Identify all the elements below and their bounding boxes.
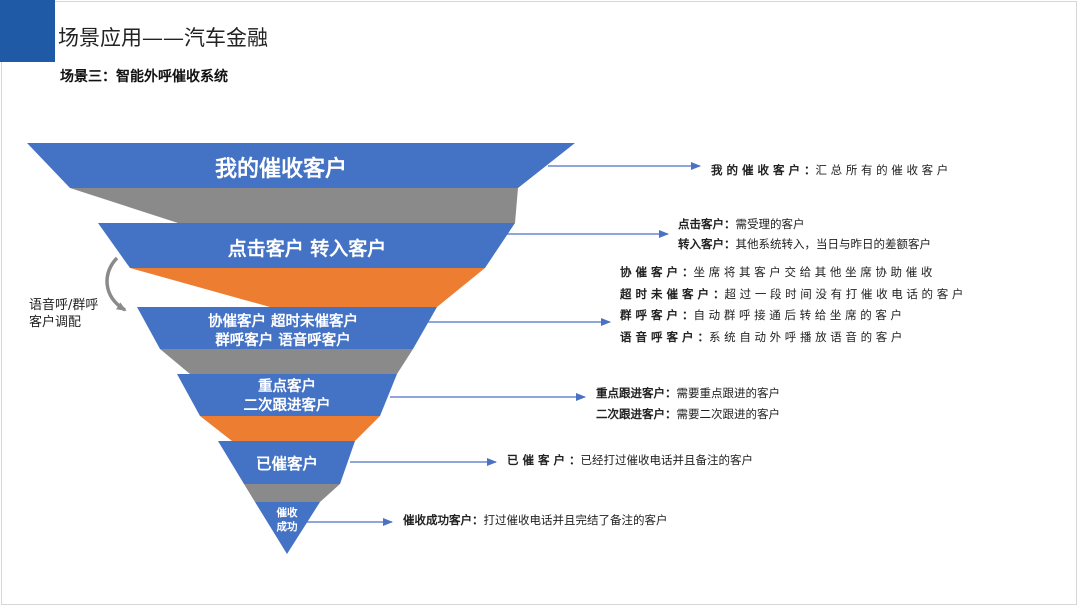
funnel-label-6a: 催收 bbox=[277, 506, 298, 519]
description-text: 系 统 自 动 外 呼 播 放 语 音 的 客 户 bbox=[709, 330, 902, 344]
description-text: 已经打过催收电话并且备注的客户 bbox=[581, 453, 754, 467]
description-text: 需受理的客户 bbox=[736, 217, 805, 231]
description-text: 其他系统转入，当日与昨日的差额客户 bbox=[736, 237, 932, 251]
curved-arrow-icon bbox=[105, 256, 127, 312]
description-term: 超 时 未 催 客 户 ： bbox=[619, 287, 725, 301]
description-term: 已 催 客 户 ： bbox=[507, 453, 581, 467]
description-text: 坐 席 将 其 客 户 交 给 其 他 坐 席 协 助 催 收 bbox=[694, 265, 933, 279]
description-2a: 点击客户：需受理的客户 bbox=[678, 217, 805, 231]
description-text: 超 过 一 段 时 间 没 有 打 催 收 电 话 的 客 户 bbox=[725, 287, 964, 301]
connector-1 bbox=[70, 188, 518, 223]
side-note-line2: 客户调配 bbox=[29, 314, 81, 330]
funnel-label-4a: 重点客户 bbox=[258, 377, 316, 395]
description-term: 协 催 客 户 ： bbox=[620, 265, 694, 279]
funnel-label-3b: 群呼客户 语音呼客户 bbox=[215, 331, 351, 349]
description-term: 重点跟进客户： bbox=[596, 386, 677, 400]
description-term: 我 的 催 收 客 户 ： bbox=[711, 163, 816, 177]
connector-2 bbox=[130, 268, 485, 307]
description-arrows bbox=[305, 162, 701, 526]
description-text: 自 动 群 呼 接 通 后 转 给 坐 席 的 客 户 bbox=[694, 308, 903, 322]
funnel-layer-2 bbox=[98, 223, 515, 268]
description-term: 语 音 呼 客 户 ： bbox=[620, 330, 709, 344]
description-term: 群 呼 客 户 ： bbox=[619, 308, 694, 322]
description-1: 我 的 催 收 客 户 ：汇 总 所 有 的 催 收 客 户 bbox=[711, 163, 948, 177]
description-text: 需要重点跟进的客户 bbox=[677, 386, 781, 400]
description-2b: 转入客户：其他系统转入，当日与昨日的差额客户 bbox=[678, 237, 931, 251]
page-title: 场景应用——汽车金融 bbox=[58, 26, 268, 50]
description-3a: 协 催 客 户 ：坐 席 将 其 客 户 交 给 其 他 坐 席 协 助 催 收 bbox=[620, 265, 933, 279]
funnel-connectors bbox=[70, 188, 518, 502]
funnel-label-3a: 协催客户 超时未催客户 bbox=[208, 312, 358, 330]
funnel-labels: 我的催收客户 点击客户 转入客户 协催客户 超时未催客户 群呼客户 语音呼客户 … bbox=[208, 156, 386, 533]
description-5: 已 催 客 户 ：已经打过催收电话并且备注的客户 bbox=[507, 453, 753, 467]
funnel-layer-3 bbox=[137, 307, 437, 349]
funnel-layer-6 bbox=[255, 502, 320, 554]
description-3d: 语 音 呼 客 户 ：系 统 自 动 外 呼 播 放 语 音 的 客 户 bbox=[620, 330, 902, 344]
description-text: 打过催收电话并且完结了备注的客户 bbox=[484, 513, 668, 527]
description-term: 点击客户： bbox=[678, 217, 736, 231]
connector-5 bbox=[244, 484, 340, 502]
page-subtitle: 场景三：智能外呼催收系统 bbox=[60, 69, 228, 85]
header-accent-shape bbox=[0, 0, 55, 62]
description-term: 二次跟进客户： bbox=[596, 407, 677, 421]
description-6: 催收成功客户：打过催收电话并且完结了备注的客户 bbox=[403, 513, 668, 527]
side-note-line1: 语音呼/群呼 bbox=[29, 297, 98, 313]
description-text: 需要二次跟进的客户 bbox=[677, 407, 781, 421]
description-4b: 二次跟进客户：需要二次跟进的客户 bbox=[596, 407, 780, 421]
funnel-label-5: 已催客户 bbox=[256, 454, 318, 473]
funnel-label-6b: 成功 bbox=[277, 520, 298, 533]
funnel-layer-5 bbox=[218, 441, 355, 484]
description-4a: 重点跟进客户：需要重点跟进的客户 bbox=[596, 386, 780, 400]
description-term: 转入客户： bbox=[678, 237, 736, 251]
description-3b: 超 时 未 催 客 户 ：超 过 一 段 时 间 没 有 打 催 收 电 话 的… bbox=[619, 287, 963, 301]
funnel-label-4b: 二次跟进客户 bbox=[244, 396, 331, 414]
funnel-label-2: 点击客户 转入客户 bbox=[228, 237, 387, 260]
descriptions: 我 的 催 收 客 户 ：汇 总 所 有 的 催 收 客 户 点击客户：需受理的… bbox=[403, 163, 963, 527]
funnel-layer-4 bbox=[177, 374, 397, 416]
funnel-layers bbox=[27, 143, 575, 554]
description-3c: 群 呼 客 户 ：自 动 群 呼 接 通 后 转 给 坐 席 的 客 户 bbox=[619, 308, 902, 322]
funnel-label-1: 我的催收客户 bbox=[215, 156, 347, 182]
description-text: 汇 总 所 有 的 催 收 客 户 bbox=[816, 163, 949, 177]
description-term: 催收成功客户： bbox=[403, 513, 484, 527]
connector-4 bbox=[200, 416, 380, 441]
funnel-layer-1 bbox=[27, 143, 575, 188]
connector-3 bbox=[160, 349, 413, 374]
